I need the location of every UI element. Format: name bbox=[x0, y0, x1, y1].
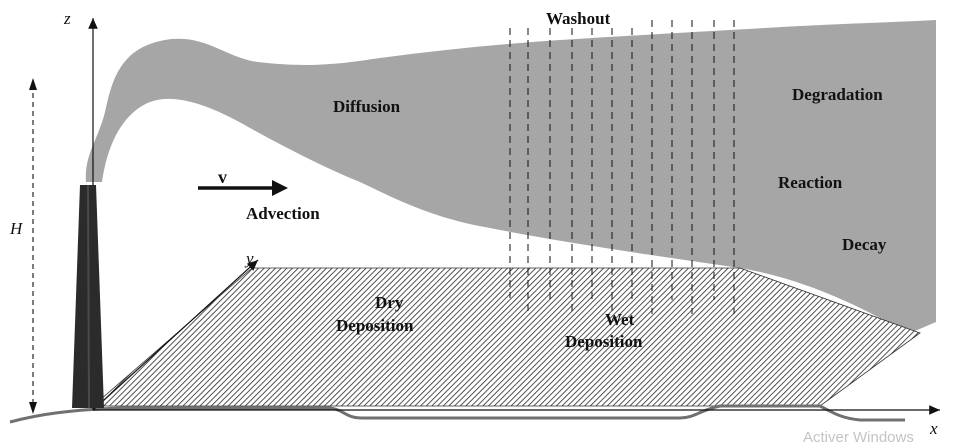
y-axis-label: y bbox=[244, 249, 254, 268]
height-arrow-bottom bbox=[29, 402, 37, 414]
height-label: H bbox=[9, 219, 24, 238]
dry-deposition-label-line2: Deposition bbox=[336, 316, 414, 335]
activation-watermark: Activer Windows bbox=[803, 429, 914, 446]
stack-highlight bbox=[87, 184, 90, 409]
velocity-label: v bbox=[218, 167, 227, 187]
ground-line bbox=[9, 404, 905, 424]
degradation-label: Degradation bbox=[792, 85, 883, 104]
y-axis bbox=[92, 259, 259, 411]
dry-deposition-label-line1: Dry bbox=[375, 293, 404, 312]
plume bbox=[85, 20, 937, 334]
ground-deposition-surface bbox=[91, 267, 921, 407]
height-arrow-top bbox=[29, 78, 37, 90]
x-axis-label: x bbox=[929, 419, 938, 438]
washout-rain-lines bbox=[509, 20, 735, 314]
washout-label: Washout bbox=[546, 9, 611, 28]
diffusion-label: Diffusion bbox=[333, 97, 401, 116]
reaction-label: Reaction bbox=[778, 173, 843, 192]
decay-label: Decay bbox=[842, 235, 887, 254]
advection-label: Advection bbox=[246, 204, 320, 223]
z-axis-label: z bbox=[63, 9, 71, 28]
wet-deposition-label-line1: Wet bbox=[605, 310, 635, 329]
wet-deposition-label-line2: Deposition bbox=[565, 332, 643, 351]
advection-arrowhead bbox=[272, 180, 288, 196]
